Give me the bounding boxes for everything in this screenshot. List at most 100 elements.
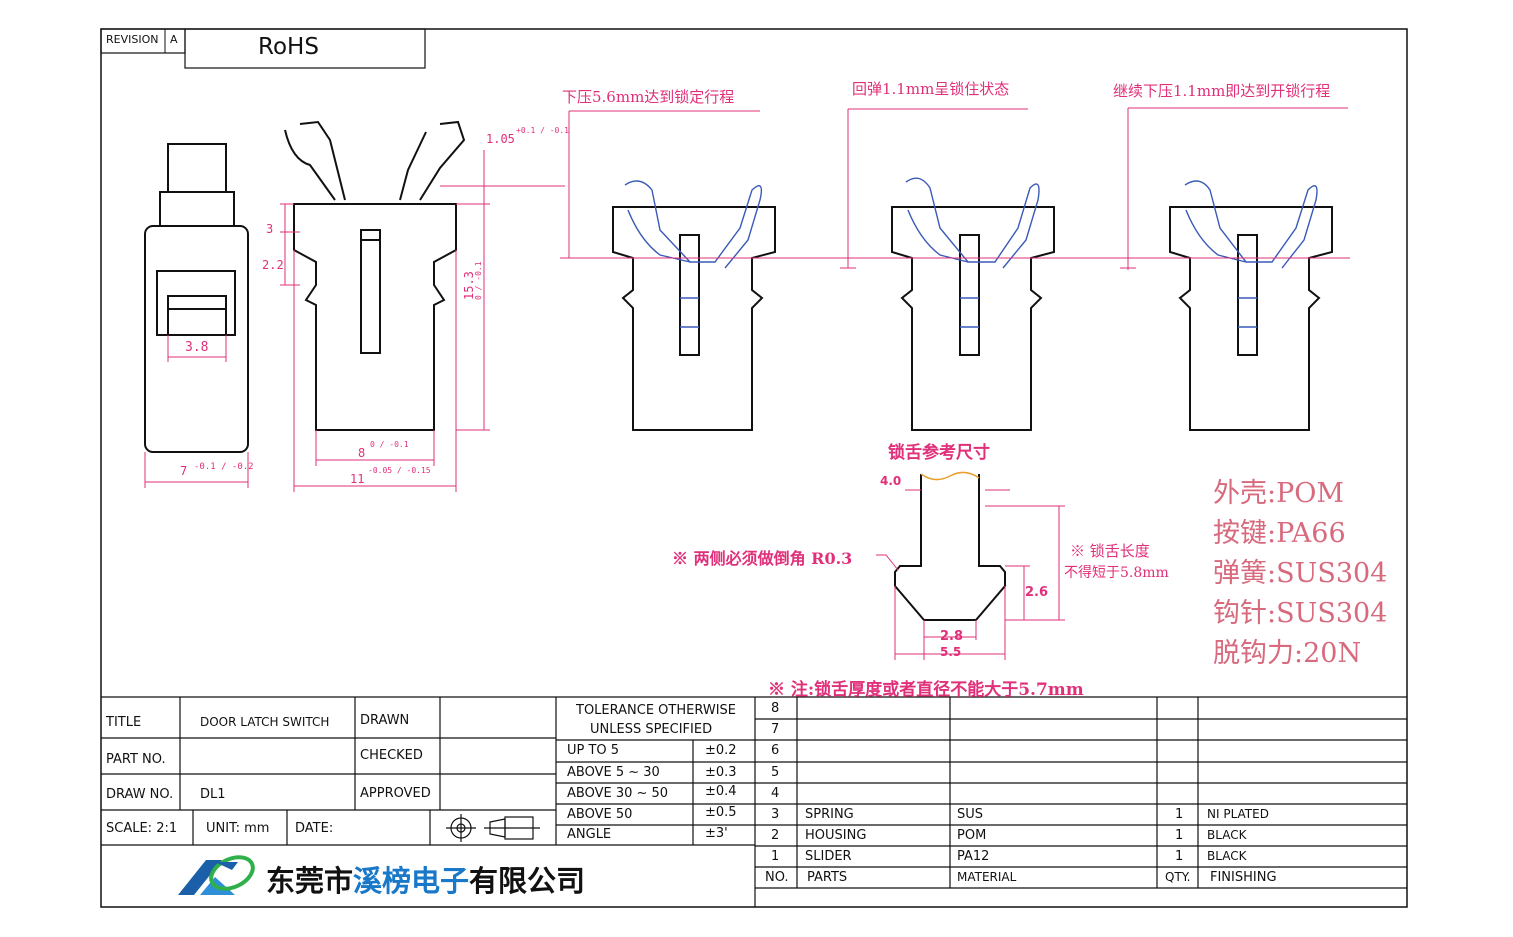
tol-value-2: ±0.3	[705, 765, 737, 780]
company-logo-icon	[178, 855, 255, 895]
tolerance-header-1: TOLERANCE OTHERWISE	[576, 703, 736, 718]
tol-range-2: ABOVE 5 ~ 30	[567, 765, 660, 780]
part-no-label: PART NO.	[106, 752, 166, 767]
side-view-dims	[144, 335, 249, 488]
side-view	[144, 143, 249, 453]
rohs-label: RoHS	[258, 34, 319, 60]
dim-7-tol: -0.1 / -0.2	[194, 462, 254, 472]
bom-header-parts: PARTS	[807, 870, 848, 885]
drawn-label: DRAWN	[360, 713, 410, 728]
tol-range-4: ABOVE 50	[567, 807, 633, 822]
company-name-brand: 溪榜电子	[353, 864, 470, 898]
company-name-prefix: 东莞市	[266, 864, 354, 898]
tongue-title: 锁舌参考尺寸	[888, 443, 990, 463]
tol-range-3: ABOVE 30 ~ 50	[567, 786, 669, 801]
materials-list: 外壳:POM 按键:PA66 弹簧:SUS304 钩针:SUS304 脱钩力:2…	[1213, 474, 1387, 674]
dim-8-tol: 0 / -0.1	[370, 440, 409, 449]
bom-no: 3	[771, 807, 780, 822]
bom-material: PA12	[957, 849, 990, 864]
checked-label: CHECKED	[360, 748, 423, 763]
dim-1-05-tol: +0.1 / -0.1	[516, 126, 569, 135]
note-step-3: 继续下压1.1mm即达到开锁行程	[1113, 82, 1331, 100]
bom-material: SUS	[957, 807, 984, 822]
tongue-dim-4: 4.0	[880, 474, 902, 488]
company-name: 东莞市溪榜电子有限公司	[266, 858, 585, 900]
bom-no: 6	[771, 743, 780, 758]
draw-no-value: DL1	[200, 787, 226, 802]
material-release-force: 脱钩力:20N	[1213, 638, 1362, 669]
tol-value-3: ±0.4	[705, 784, 737, 799]
tol-range-5: ANGLE	[567, 827, 612, 842]
stage-leaders	[560, 107, 1350, 270]
bom-no: 7	[771, 722, 780, 737]
unit-label: UNIT: mm	[206, 821, 270, 836]
bom-qty: 1	[1175, 828, 1184, 843]
title-label: TITLE	[106, 715, 142, 730]
front-view	[284, 120, 466, 431]
dim-11-tol: -0.05 / -0.15	[368, 466, 431, 475]
note-step-1: 下压5.6mm达到锁定行程	[562, 88, 735, 106]
stage-view-2-spring	[905, 177, 1040, 328]
bom-finishing: NI PLATED	[1207, 807, 1269, 821]
tol-value-1: ±0.2	[705, 743, 737, 758]
dim-7: 7	[180, 464, 188, 478]
stage-view-1	[612, 206, 776, 431]
tol-value-5: ±3'	[705, 826, 728, 841]
bom-no: 4	[771, 786, 780, 801]
note-length-1: ※ 锁舌长度	[1070, 542, 1150, 560]
stage-view-3	[1169, 206, 1333, 431]
bom-material: POM	[957, 828, 987, 843]
bom-header-material: MATERIAL	[957, 870, 1017, 884]
approved-label: APPROVED	[360, 786, 431, 801]
bom-no: 5	[771, 765, 780, 780]
note-length-2: 不得短于5.8mm	[1064, 565, 1169, 581]
tongue-profile	[894, 471, 1006, 621]
stage-view-1-spring	[624, 180, 763, 328]
dim-3: 3	[266, 222, 274, 236]
tongue-dims	[876, 489, 1065, 660]
tongue-dim-5-5: 5.5	[940, 645, 962, 659]
stage-view-3-spring	[1184, 180, 1318, 328]
material-shell: 外壳:POM	[1213, 478, 1345, 509]
bom-qty: 1	[1175, 807, 1184, 822]
bom-header-finishing: FINISHING	[1210, 870, 1277, 885]
projection-symbol-icon	[446, 814, 540, 842]
draw-no-label: DRAW NO.	[106, 787, 174, 802]
bom-part: HOUSING	[805, 828, 867, 843]
revision-label: REVISION	[106, 33, 159, 46]
rohs-box	[184, 28, 426, 69]
bom-part: SLIDER	[805, 849, 852, 864]
revision-value: A	[170, 33, 178, 46]
bom-header-qty: QTY.	[1165, 870, 1191, 884]
tongue-dim-2-8: 2.8	[940, 629, 964, 644]
bom-part: SPRING	[805, 807, 854, 822]
bom-header-no: NO.	[765, 870, 789, 885]
title-value: DOOR LATCH SWITCH	[200, 715, 330, 729]
tolerance-header-2: UNLESS SPECIFIED	[590, 722, 713, 737]
scale-label: SCALE: 2:1	[106, 821, 178, 836]
dim-1-05: 1.05	[486, 132, 515, 146]
dim-2-2: 2.2	[262, 258, 284, 272]
drawing-frame	[100, 28, 1408, 908]
dim-15-3-tol: 0 / -0.1	[474, 261, 483, 300]
tol-range-1: UP TO 5	[567, 743, 620, 758]
note-thickness: ※ 注:锁舌厚度或者直径不能大于5.7mm	[768, 680, 1084, 700]
bom-no: 8	[771, 701, 780, 716]
tol-value-4: ±0.5	[705, 805, 737, 820]
bom-qty: 1	[1175, 849, 1184, 864]
tongue-dim-2-6: 2.6	[1025, 585, 1049, 600]
front-view-dims	[280, 150, 565, 492]
stage-view-2	[891, 206, 1055, 431]
bom-finishing: BLACK	[1207, 828, 1247, 842]
material-hook: 钩针:SUS304	[1213, 598, 1388, 629]
dim-11: 11	[350, 472, 365, 486]
dim-8: 8	[358, 446, 366, 460]
dim-3-8: 3.8	[185, 340, 209, 355]
company-name-suffix: 有限公司	[469, 864, 586, 898]
date-label: DATE:	[295, 821, 334, 836]
material-button: 按键:PA66	[1213, 518, 1346, 549]
bom-no: 1	[771, 849, 780, 864]
bom-no: 2	[771, 828, 780, 843]
note-chamfer: ※ 两侧必须做倒角 R0.3	[672, 549, 853, 568]
